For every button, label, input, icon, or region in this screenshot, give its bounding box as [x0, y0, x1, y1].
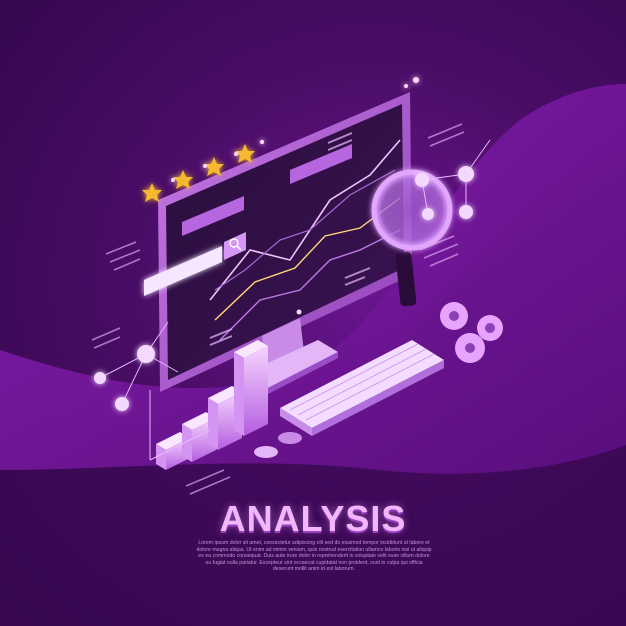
user-icon	[137, 345, 155, 363]
pie-chart-icon	[254, 432, 302, 458]
star-icon	[235, 144, 255, 163]
gear-icon	[440, 302, 468, 330]
user-icons-left	[94, 345, 155, 411]
user-icon	[115, 397, 129, 411]
gear-icons	[440, 302, 503, 363]
rating-stars	[142, 144, 255, 202]
page-title: ANALYSIS	[219, 498, 407, 539]
monitor	[158, 92, 412, 394]
search-icon	[229, 238, 242, 251]
star-icon	[142, 183, 162, 202]
user-icon	[94, 372, 106, 384]
user-icon	[458, 166, 474, 182]
bar-chart-icon	[156, 340, 268, 470]
glow-dots	[171, 77, 419, 182]
gear-icon	[455, 333, 485, 363]
screen-line-3	[219, 229, 401, 341]
user-icon	[415, 173, 429, 187]
search-bar	[144, 232, 246, 296]
description-text: Lorem ipsum dolor sit amet, consectetur …	[196, 540, 432, 573]
star-icon	[173, 170, 193, 189]
user-icon	[422, 208, 434, 220]
gear-icon	[477, 315, 503, 341]
keyboard-icon	[280, 340, 444, 436]
magnifier-icon	[371, 169, 453, 307]
user-icon	[459, 205, 473, 219]
user-icons-right	[415, 166, 474, 220]
decorative-text-lines	[91, 123, 465, 495]
screen-line-2	[214, 197, 401, 321]
star-icon	[204, 157, 224, 176]
chart-axes	[149, 390, 211, 461]
